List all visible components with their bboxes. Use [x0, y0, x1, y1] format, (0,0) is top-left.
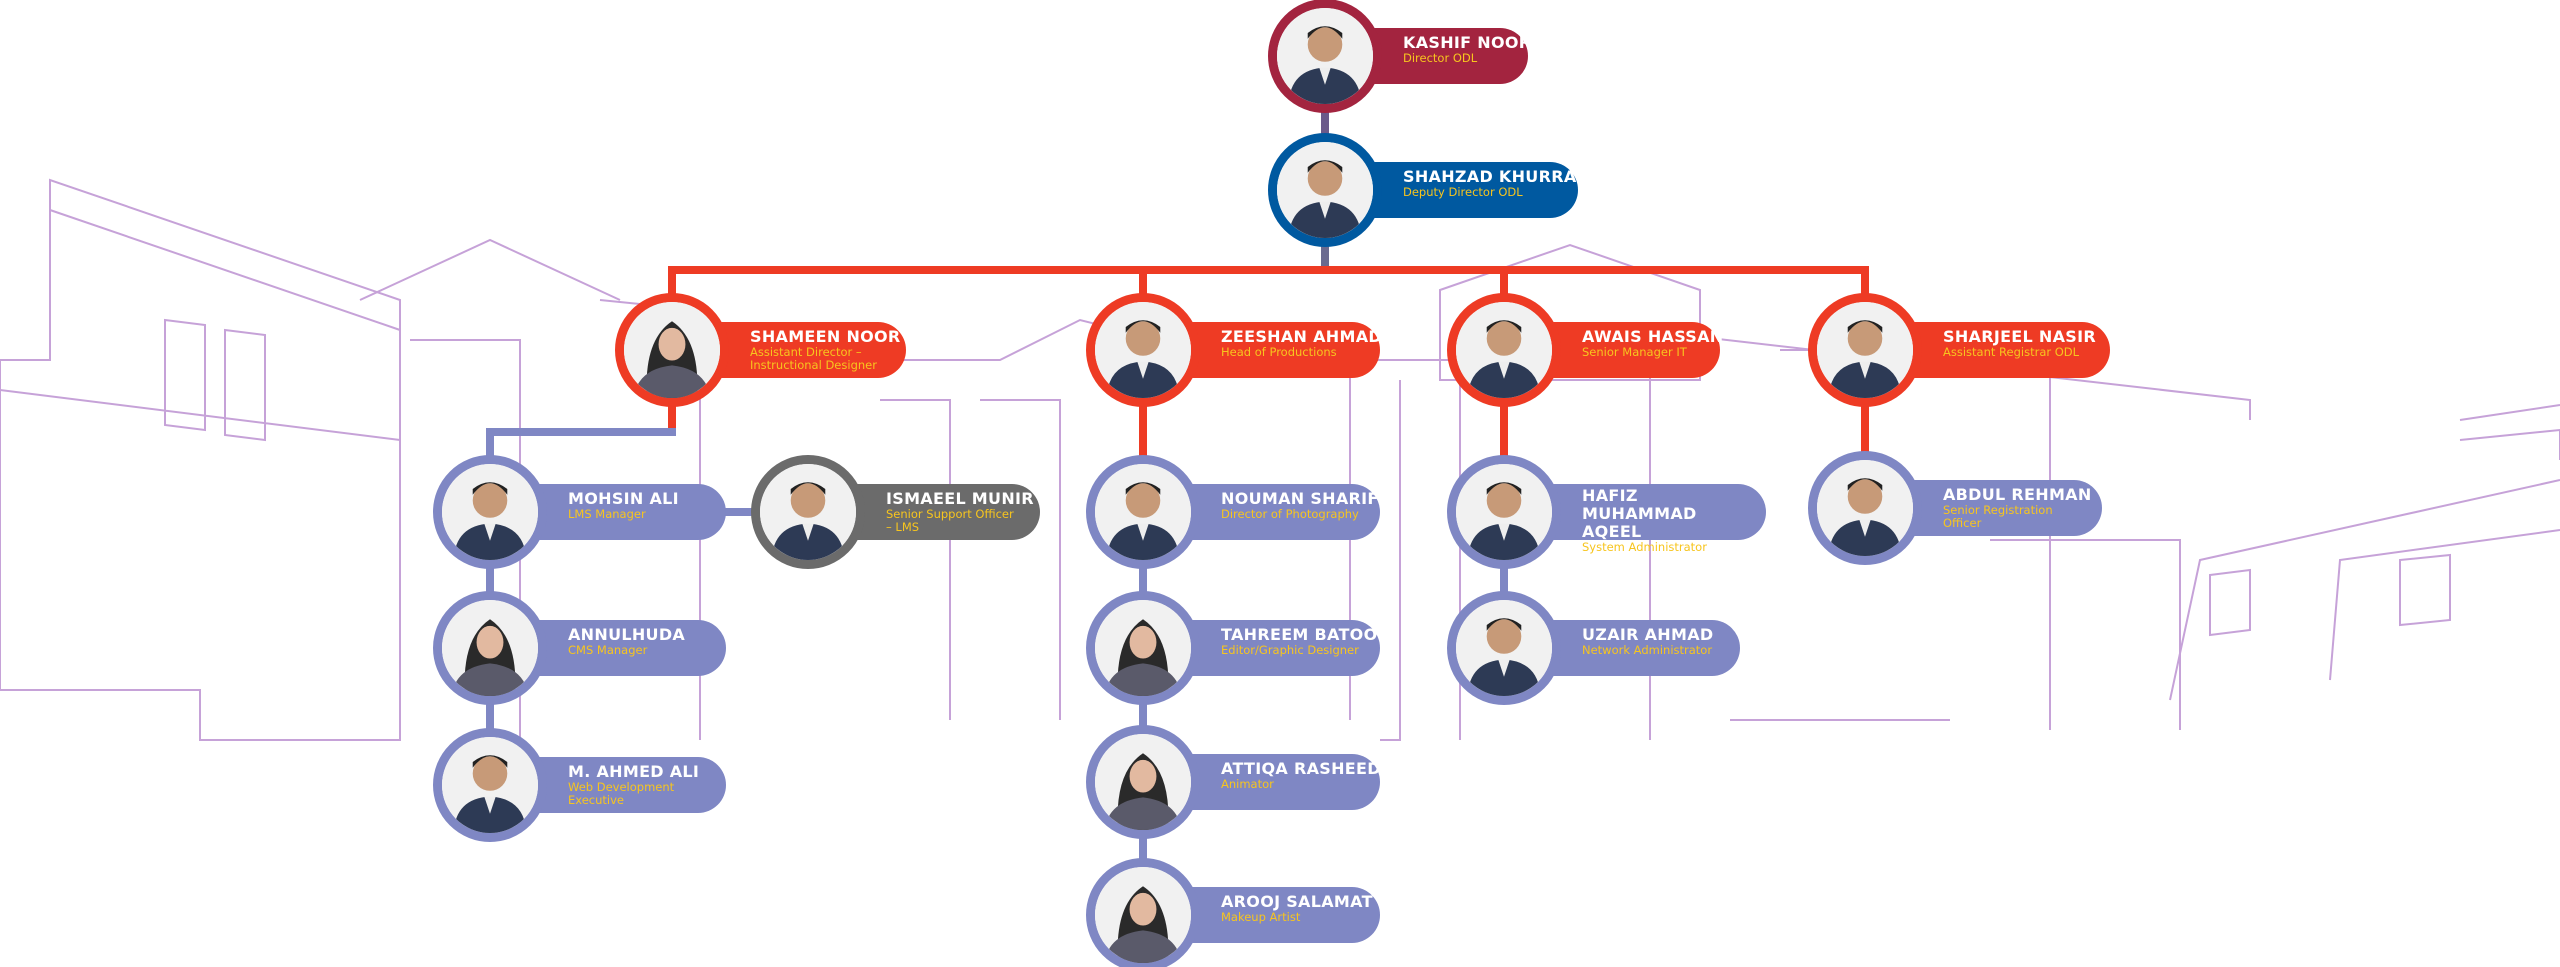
person-role: Senior Manager IT [1582, 345, 1687, 359]
person-name: SHARJEEL NASIR [1943, 327, 2096, 346]
connector [1321, 236, 1329, 274]
person-role: CMS Manager [568, 643, 648, 657]
photo-man-icon [1447, 455, 1561, 569]
photo-woman-icon [615, 293, 729, 407]
person-name: TAHREEM BATOOL [1221, 625, 1388, 644]
photo-woman-icon [1086, 858, 1200, 967]
red-branch-line [668, 266, 1869, 274]
photo-man-icon [1808, 293, 1922, 407]
person-role: Assistant Director – Instructional Desig… [750, 345, 877, 372]
connector [1139, 556, 1147, 604]
photo-man-icon [1808, 451, 1922, 565]
person-name: ATTIQA RASHEED [1221, 759, 1381, 778]
person-role: Senior Registration Officer [1943, 503, 2053, 530]
connector [1500, 266, 1508, 304]
connector [486, 428, 676, 436]
person-name: ANNULHUDA [568, 625, 686, 644]
person-name: AROOJ SALAMAT [1221, 892, 1373, 911]
person-role: Director of Photography [1221, 507, 1359, 521]
connector [1139, 696, 1147, 739]
person-name: NOUMAN SHARIF [1221, 489, 1379, 508]
connector [486, 556, 494, 604]
person-role: System Administrator [1582, 540, 1707, 554]
person-role: Editor/Graphic Designer [1221, 643, 1359, 657]
person-name: MOHSIN ALI [568, 489, 679, 508]
connector [1861, 396, 1869, 462]
connector [486, 696, 494, 739]
photo-man-icon [433, 455, 547, 569]
connector [1139, 396, 1147, 464]
connector [668, 396, 676, 436]
photo-man-icon [1086, 293, 1200, 407]
person-name: SHAHZAD KHURRAM [1403, 167, 1593, 186]
person-name: HAFIZ MUHAMMAD AQEEL [1582, 486, 1697, 541]
person-role: Animator [1221, 777, 1274, 791]
connector [1139, 266, 1147, 304]
person-name: UZAIR AHMAD [1582, 625, 1714, 644]
photo-woman-icon [1086, 591, 1200, 705]
photo-man-icon [1268, 0, 1382, 113]
person-name: KASHIF NOOR [1403, 33, 1532, 52]
photo-man-icon [751, 455, 865, 569]
connector [1500, 396, 1508, 464]
person-role: Assistant Registrar ODL [1943, 345, 2080, 359]
person-role: LMS Manager [568, 507, 646, 521]
person-role: Network Administrator [1582, 643, 1713, 657]
person-name: ABDUL REHMAN [1943, 485, 2092, 504]
photo-woman-icon [433, 591, 547, 705]
connector [486, 428, 494, 464]
person-name: ZEESHAN AHMAD [1221, 327, 1382, 346]
connector [1139, 826, 1147, 869]
person-role: Head of Productions [1221, 345, 1337, 359]
photo-man-icon [1086, 455, 1200, 569]
person-role: Makeup Artist [1221, 910, 1301, 924]
connector [668, 266, 676, 304]
connector [1861, 266, 1869, 304]
person-name: M. AHMED ALI [568, 762, 700, 781]
person-role: Director ODL [1403, 51, 1478, 65]
connector [1500, 556, 1508, 604]
person-role: Web Development Executive [568, 780, 675, 807]
person-role: Deputy Director ODL [1403, 185, 1523, 199]
photo-man-icon [1447, 293, 1561, 407]
photo-man-icon [1268, 133, 1382, 247]
person-name: SHAMEEN NOOR [750, 327, 901, 346]
person-role: Senior Support Officer – LMS [886, 507, 1014, 534]
photo-woman-icon [1086, 725, 1200, 839]
photo-man-icon [1447, 591, 1561, 705]
person-name: ISMAEEL MUNIR [886, 489, 1034, 508]
person-name: AWAIS HASSAN [1582, 327, 1724, 346]
connector [1321, 96, 1329, 144]
photo-man-icon [433, 728, 547, 842]
